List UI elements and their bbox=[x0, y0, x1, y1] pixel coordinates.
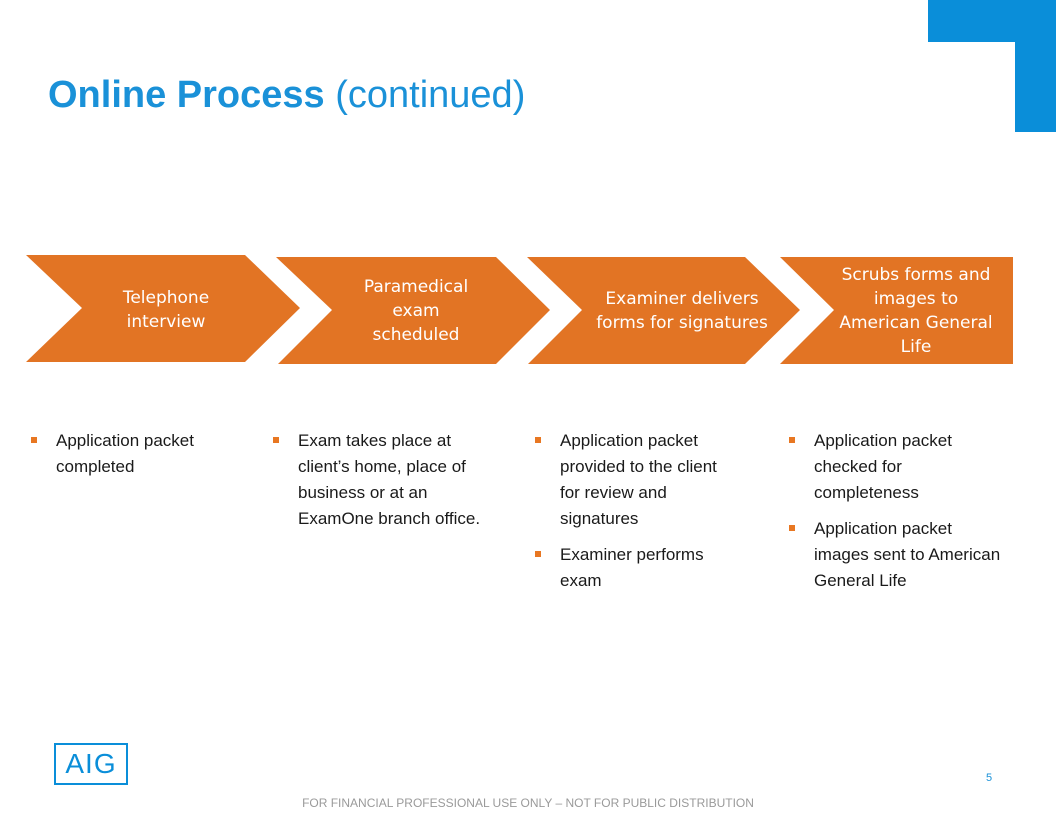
column-2: Exam takes place at client’s home, place… bbox=[270, 428, 484, 542]
step-label-4: Scrubs forms and images to American Gene… bbox=[839, 265, 993, 357]
list-item: Application packet checked for completen… bbox=[786, 428, 1002, 506]
title-light: (continued) bbox=[335, 74, 526, 116]
list-item: Application packet completed bbox=[28, 428, 246, 480]
step-label-2: Paramedical exam scheduled bbox=[363, 277, 469, 345]
footer-disclaimer: FOR FINANCIAL PROFESSIONAL USE ONLY – NO… bbox=[302, 796, 754, 810]
page-number: 5 bbox=[986, 772, 993, 784]
step-chevron-3 bbox=[527, 257, 800, 364]
square-bullet-icon bbox=[532, 542, 560, 594]
square-bullet-icon bbox=[786, 428, 814, 506]
corner-accent-bar-side bbox=[1015, 0, 1056, 132]
step-chevron-4 bbox=[780, 257, 1013, 364]
list-item: Examiner performs exam bbox=[532, 542, 732, 594]
step-label-3: Examiner delivers forms for signatures bbox=[596, 289, 768, 333]
step-chevron-2 bbox=[276, 257, 550, 364]
column-3: Application packet provided to the clien… bbox=[532, 428, 732, 604]
square-bullet-icon bbox=[786, 516, 814, 594]
square-bullet-icon bbox=[270, 428, 298, 532]
list-item: Application packet images sent to Americ… bbox=[786, 516, 1002, 594]
column-1: Application packet completed bbox=[28, 428, 246, 490]
list-item: Exam takes place at client’s home, place… bbox=[270, 428, 484, 532]
page-title: Online Process (continued) bbox=[48, 74, 525, 117]
step-chevron-1 bbox=[26, 255, 300, 362]
square-bullet-icon bbox=[28, 428, 56, 480]
aig-logo: AIG bbox=[54, 743, 128, 785]
step-label-1: Telephone interview bbox=[122, 288, 210, 332]
square-bullet-icon bbox=[532, 428, 560, 532]
column-4: Application packet checked for completen… bbox=[786, 428, 1002, 604]
list-item: Application packet provided to the clien… bbox=[532, 428, 732, 532]
title-bold: Online Process bbox=[48, 74, 325, 116]
